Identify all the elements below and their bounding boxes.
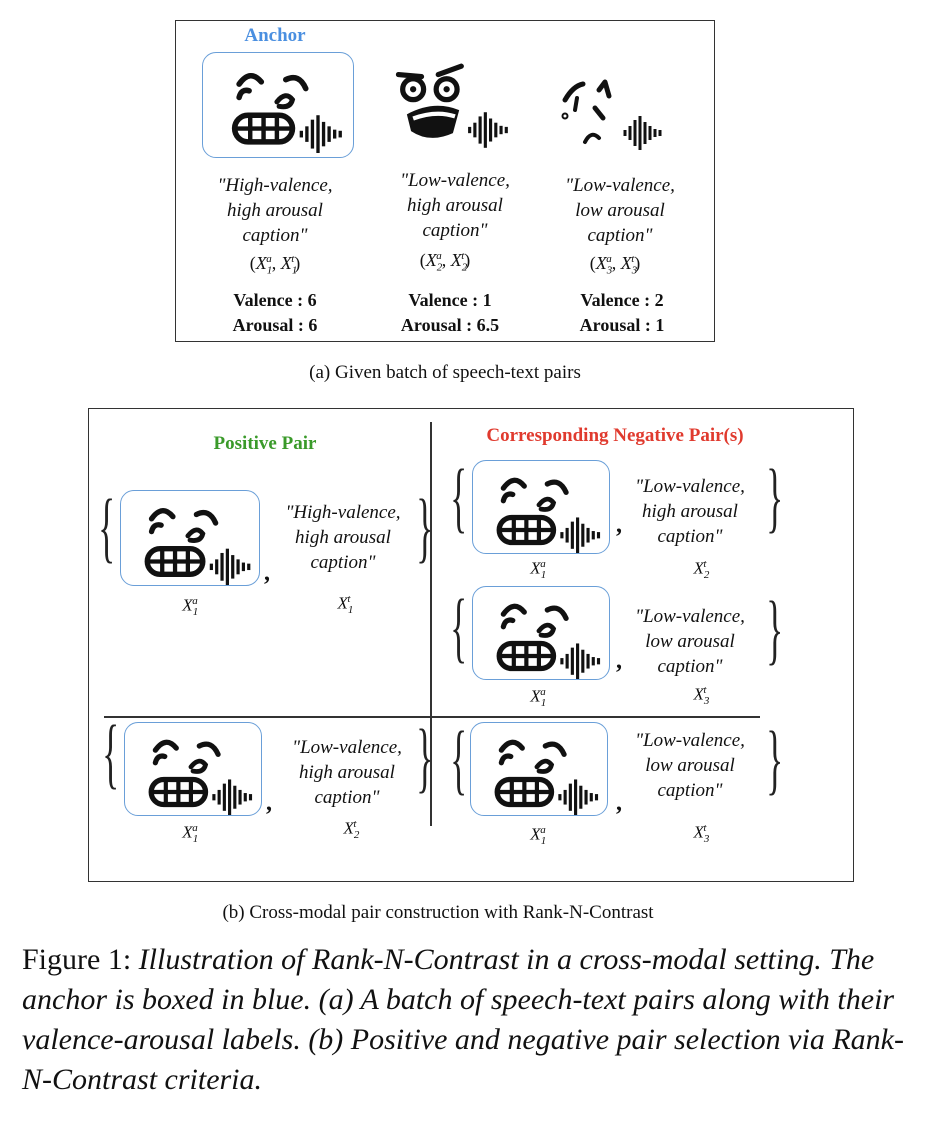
right-brace: } — [416, 713, 434, 800]
figure-label: Figure 1: — [22, 943, 132, 976]
caption-line: caption" — [422, 220, 488, 241]
caption-line: low arousal — [645, 631, 735, 652]
caption-line: "High-valence, — [217, 175, 333, 196]
comma: , — [264, 560, 270, 586]
text-var: X3t — [693, 684, 710, 708]
caption-line: caption" — [314, 787, 380, 808]
caption-line: high arousal — [227, 200, 323, 221]
left-brace: { — [450, 583, 468, 670]
panel-b-frame — [88, 408, 854, 882]
negative-caption: "Low-valence, high arousal caption" — [272, 735, 422, 810]
left-brace: { — [450, 715, 468, 802]
panel-b-subcaption: (b) Cross-modal pair construction with R… — [222, 902, 654, 923]
grinning-face-icon — [473, 461, 609, 553]
figure-caption-text: Illustration of Rank-N-Contrast in a cro… — [22, 943, 904, 1096]
negative-caption: "Low-valence, low arousal caption" — [615, 728, 765, 803]
caption-line: "Low-valence, — [565, 175, 675, 196]
caption-line: caption" — [242, 225, 308, 246]
caption-line: "Low-valence, — [400, 170, 510, 191]
anchor-title: Anchor — [244, 25, 306, 46]
pair-notation-3: (X3a, X3t) — [589, 253, 641, 277]
va-labels-3: Valence : 2 Arousal : 1 — [542, 288, 702, 338]
va-labels-2: Valence : 1 Arousal : 6.5 — [370, 288, 530, 338]
caption-line: caption" — [657, 526, 723, 547]
negative-pairs-title: Corresponding Negative Pair(s) — [486, 425, 744, 446]
caption-line: "Low-valence, — [292, 737, 402, 758]
caption-item-2: "Low-valence, high arousal caption" — [370, 168, 540, 243]
va-labels-1: Valence : 6 Arousal : 6 — [195, 288, 355, 338]
comma: , — [616, 790, 622, 816]
caption-line: caption" — [310, 552, 376, 573]
horizontal-divider — [104, 716, 760, 718]
right-brace: } — [766, 715, 784, 802]
caption-line: high arousal — [642, 501, 738, 522]
left-brace: { — [98, 483, 116, 570]
comma: , — [616, 648, 622, 674]
negative-caption: "Low-valence, high arousal caption" — [615, 474, 765, 549]
caption-item-1: "High-valence, high arousal caption" — [190, 173, 360, 248]
audio-var: X1a — [530, 824, 547, 848]
angry-face-icon — [390, 62, 520, 152]
audio-var: X1a — [182, 595, 199, 619]
grinning-face-icon — [471, 723, 607, 815]
grinning-face-icon — [473, 587, 609, 679]
vertical-divider — [430, 422, 432, 826]
caption-item-3: "Low-valence, low arousal caption" — [535, 173, 705, 248]
caption-line: high arousal — [295, 527, 391, 548]
arousal-label: Arousal : 6.5 — [400, 315, 500, 335]
audio-var: X1a — [530, 686, 547, 710]
negative-audio-box — [124, 722, 262, 816]
comma: , — [266, 790, 272, 816]
caption-line: caption" — [657, 780, 723, 801]
sad-face-icon — [555, 70, 675, 154]
arousal-label: Arousal : 1 — [579, 315, 665, 335]
caption-line: "High-valence, — [285, 502, 401, 523]
positive-pair-title: Positive Pair — [213, 433, 317, 454]
negative-audio-box — [470, 722, 608, 816]
arousal-label: Arousal : 6 — [232, 315, 318, 335]
pair-notation-2: (X2a, X2t) — [419, 250, 471, 274]
valence-label: Valence : 6 — [233, 290, 317, 310]
left-brace: { — [102, 709, 120, 796]
caption-line: caption" — [657, 656, 723, 677]
caption-line: low arousal — [575, 200, 665, 221]
right-brace: } — [416, 483, 434, 570]
negative-audio-box — [472, 586, 610, 680]
caption-line: caption" — [587, 225, 653, 246]
text-var: X1t — [337, 593, 354, 617]
caption-line: low arousal — [645, 755, 735, 776]
audio-var: X1a — [182, 822, 199, 846]
left-brace: { — [450, 453, 468, 540]
right-brace: } — [766, 453, 784, 540]
text-var: X2t — [693, 558, 710, 582]
anchor-box — [202, 52, 354, 158]
negative-audio-box — [472, 460, 610, 554]
caption-line: "Low-valence, — [635, 476, 745, 497]
grinning-face-icon — [125, 723, 261, 815]
audio-var: X1a — [530, 558, 547, 582]
text-var: X2t — [343, 818, 360, 842]
right-brace: } — [766, 585, 784, 672]
panel-a-subcaption: (a) Given batch of speech-text pairs — [309, 362, 581, 383]
figure-caption: Figure 1: Illustration of Rank-N-Contras… — [22, 940, 932, 1100]
negative-caption: "Low-valence, low arousal caption" — [615, 604, 765, 679]
grinning-face-icon — [203, 53, 353, 153]
caption-line: high arousal — [407, 195, 503, 216]
positive-caption: "High-valence, high arousal caption" — [268, 500, 418, 575]
panel-a-frame — [175, 20, 715, 342]
pair-notation-1: (X1a, X1t) — [249, 253, 301, 277]
caption-line: "Low-valence, — [635, 606, 745, 627]
valence-label: Valence : 2 — [580, 290, 664, 310]
valence-label: Valence : 1 — [408, 290, 492, 310]
caption-line: high arousal — [299, 762, 395, 783]
positive-audio-box — [120, 490, 260, 586]
grinning-face-icon — [121, 491, 259, 585]
caption-line: "Low-valence, — [635, 730, 745, 751]
comma: , — [616, 512, 622, 538]
text-var: X3t — [693, 822, 710, 846]
